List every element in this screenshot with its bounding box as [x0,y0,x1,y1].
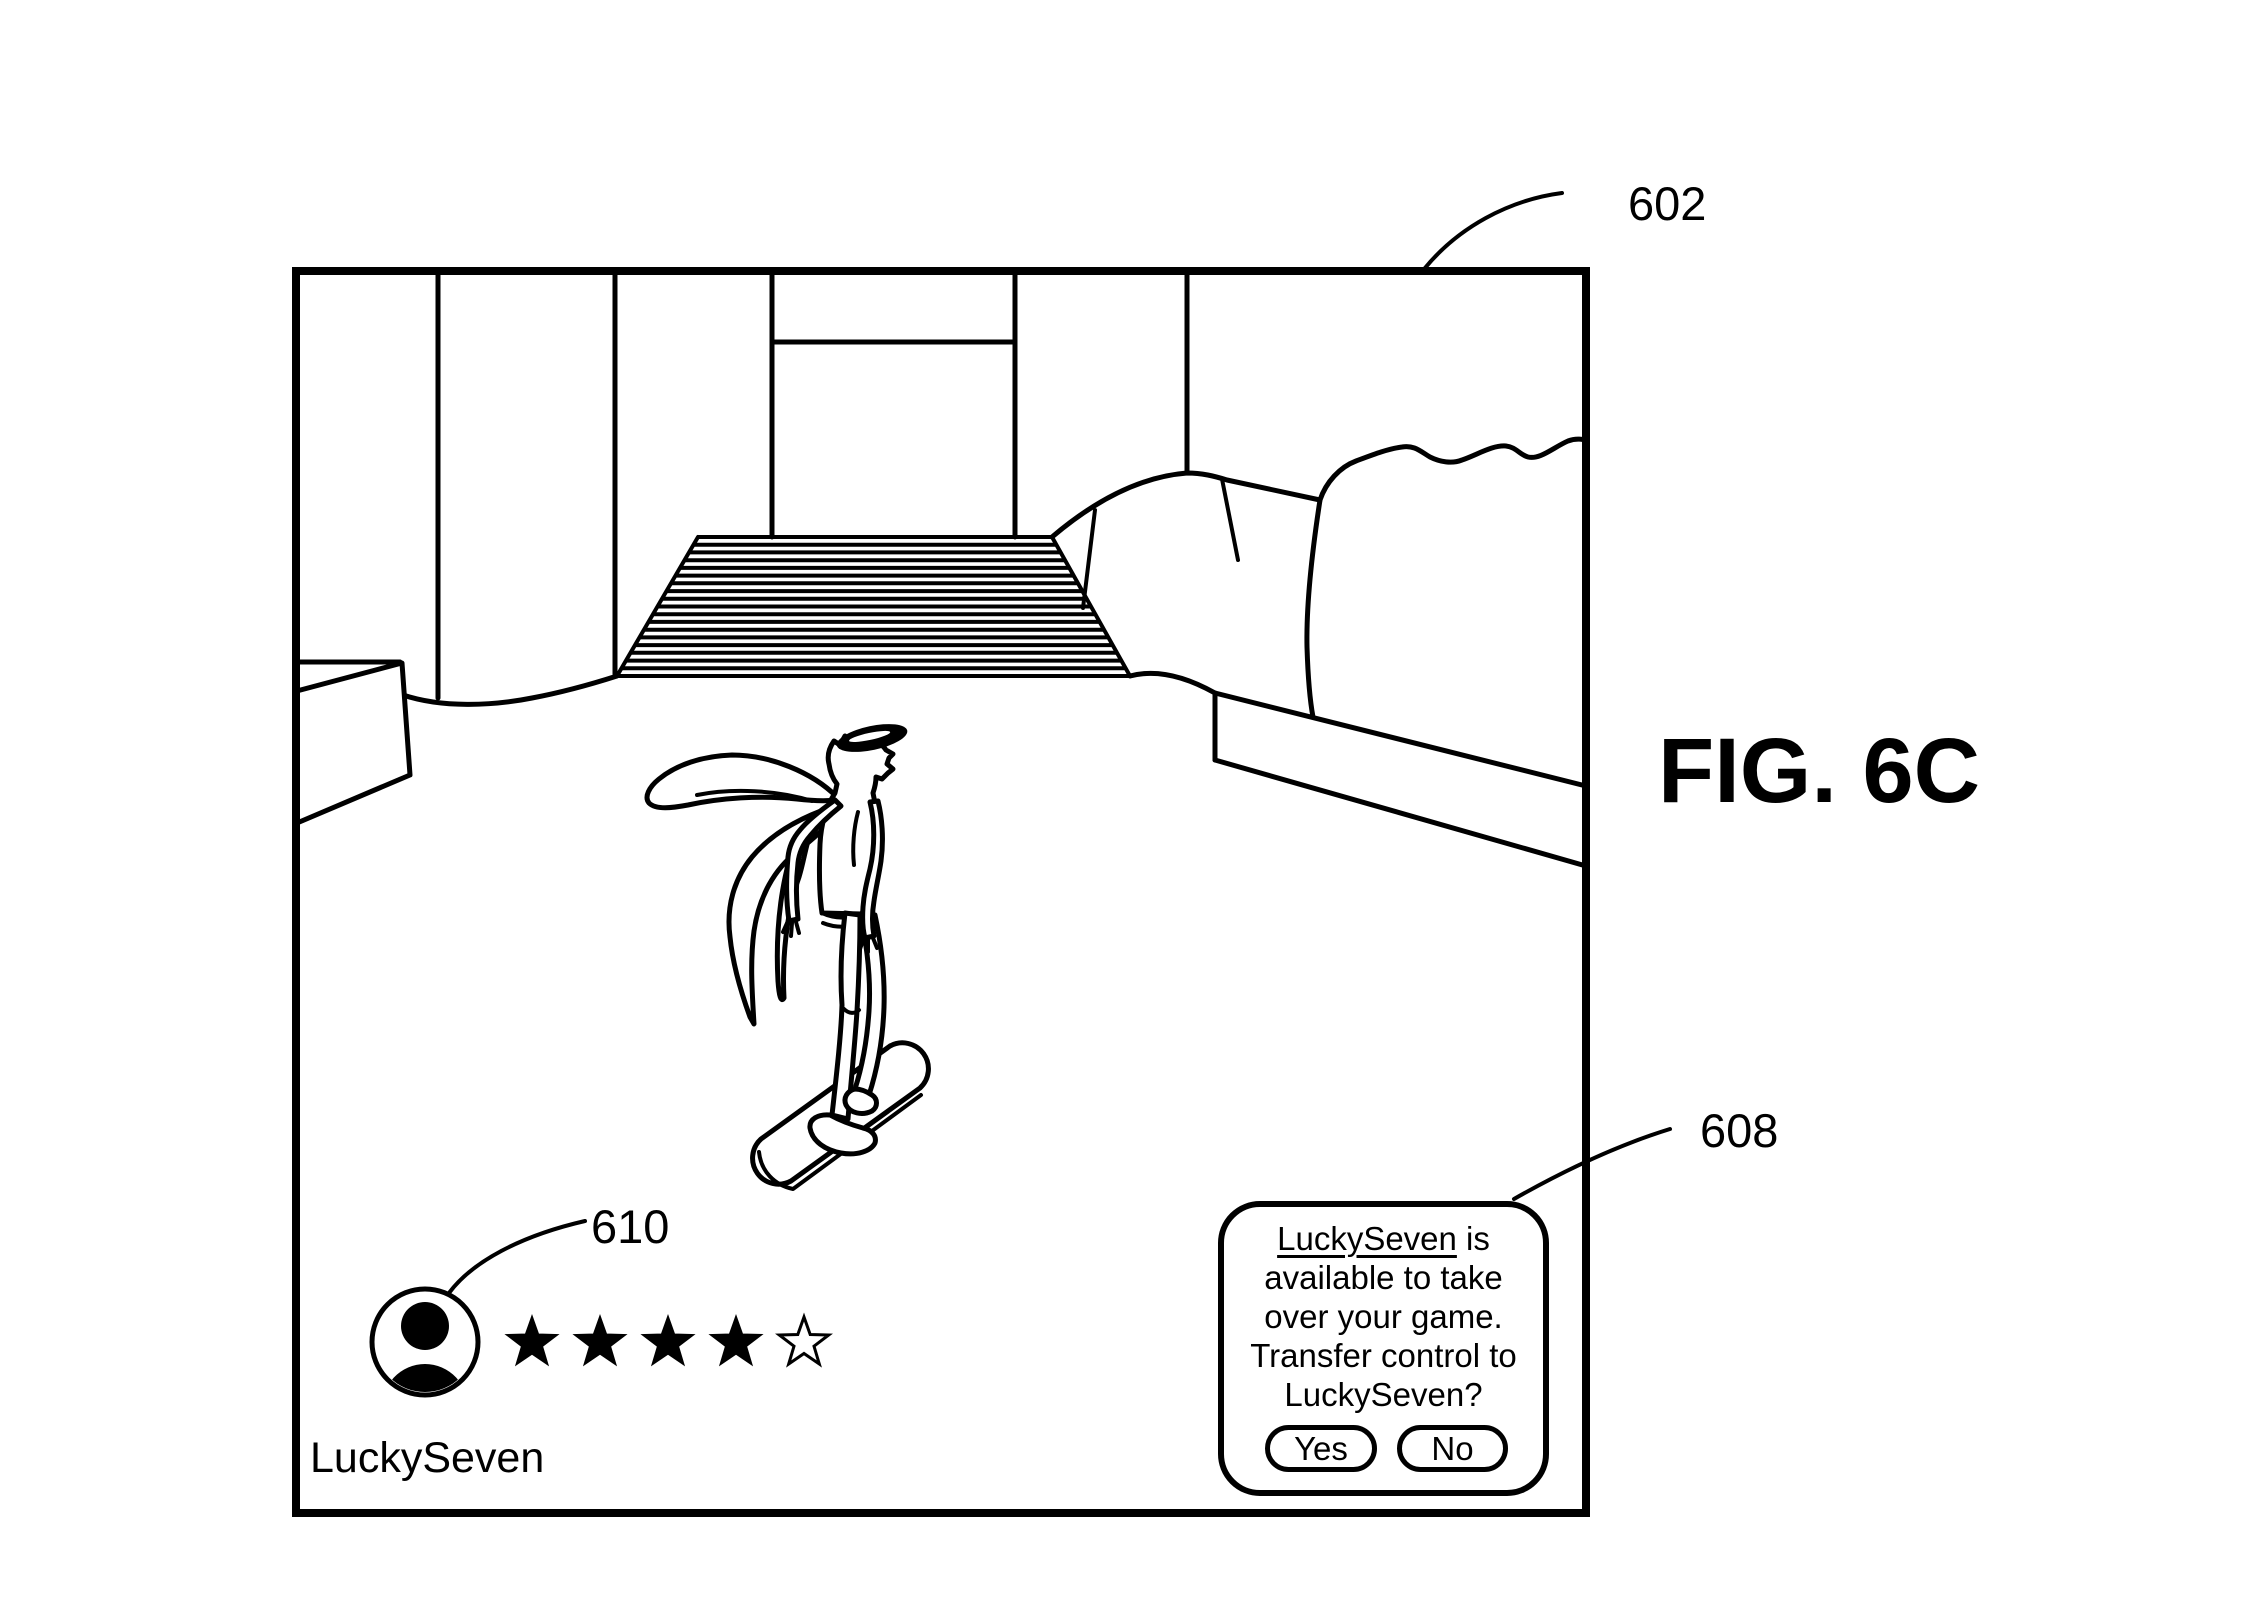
ref-label-610: 610 [591,1200,670,1253]
dialog-player-name: LuckySeven [1277,1220,1457,1257]
angel-wings-icon [644,752,840,1027]
yes-button[interactable]: Yes [1265,1425,1377,1472]
front-leg [829,910,863,1122]
far-arm [784,797,844,924]
dialog-message: LuckySeven is available to take over you… [1224,1219,1543,1414]
dialog-line4: Transfer control to [1250,1337,1517,1374]
dialog-line2: available to take [1264,1259,1503,1296]
player-badge: LuckySeven [310,1286,833,1482]
figure-title: FIG. 6C [1658,720,1981,822]
left-quarter-pipe [400,673,620,707]
game-screen: LuckySeven [292,267,1590,1517]
ref-label-608: 608 [1700,1104,1779,1157]
star-filled-icon [572,1314,628,1367]
staircase-steps [617,535,1130,678]
star-filled-icon [708,1314,764,1367]
player-name-label: LuckySeven [310,1434,544,1482]
skate-park-scene [292,268,1589,869]
transfer-control-dialog: LuckySeven is available to take over you… [1218,1201,1549,1496]
leader-line-602 [1423,191,1564,270]
star-filled-icon [504,1314,560,1367]
rock-formation [1304,436,1589,720]
skater-body [781,732,896,1157]
star-rating [504,1312,833,1368]
right-quarter-pipe [1049,470,1323,696]
dialog-line3: over your game. [1264,1298,1503,1335]
halo-icon [836,724,908,752]
ref-label-602: 602 [1628,177,1707,230]
back-wall [293,268,1190,701]
obstacle-box [292,660,413,826]
star-empty-icon [775,1312,833,1368]
star-filled-icon [640,1314,696,1367]
near-arm [860,798,885,941]
staircase [615,535,1132,678]
dialog-line5: LuckySeven? [1284,1376,1483,1413]
person-avatar-icon [369,1286,481,1398]
skater-character [644,724,931,1191]
game-screen-frame [292,267,1590,1517]
no-button[interactable]: No [1397,1425,1508,1472]
dialog-line1-rest: is [1456,1220,1490,1257]
grind-ledge [1212,690,1589,869]
